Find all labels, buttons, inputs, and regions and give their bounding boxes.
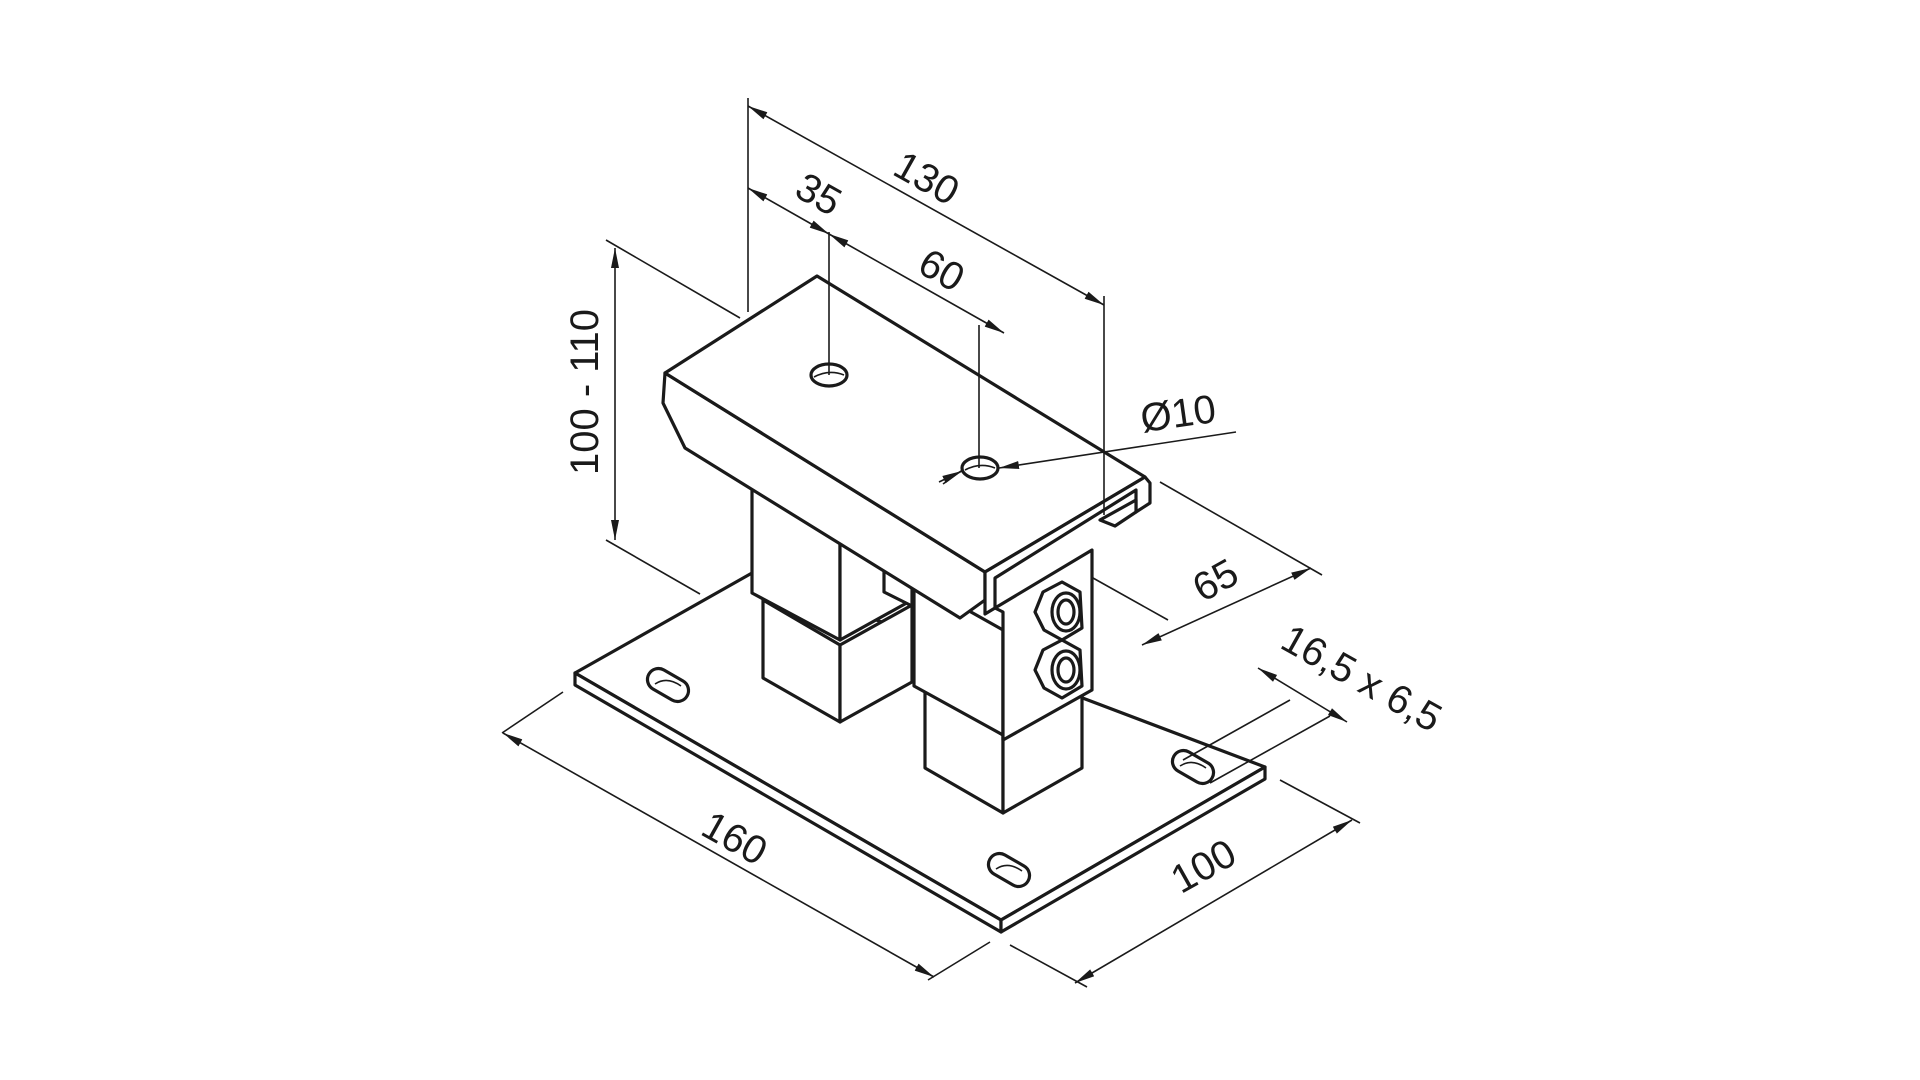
top-bracket: [661, 274, 1152, 742]
svg-text:160: 160: [694, 803, 774, 874]
svg-text:Ø10: Ø10: [1138, 387, 1219, 441]
svg-text:130: 130: [886, 143, 966, 214]
dimension-diameter-10: Ø10: [938, 387, 1237, 485]
dimension-height: 100 - 110: [563, 239, 741, 595]
slot-hole-right: [1170, 748, 1216, 786]
svg-text:100 - 110: 100 - 110: [563, 309, 607, 475]
hole-2: [960, 455, 1000, 481]
slot-hole-left: [645, 666, 691, 704]
svg-text:16,5 x 6,5: 16,5 x 6,5: [1274, 616, 1449, 740]
svg-text:60: 60: [911, 241, 971, 301]
slot-hole-front: [986, 851, 1032, 889]
hex-nut-lower: [1033, 638, 1084, 700]
hex-nut-upper: [1033, 580, 1084, 642]
dimension-35: 35: [747, 165, 849, 235]
